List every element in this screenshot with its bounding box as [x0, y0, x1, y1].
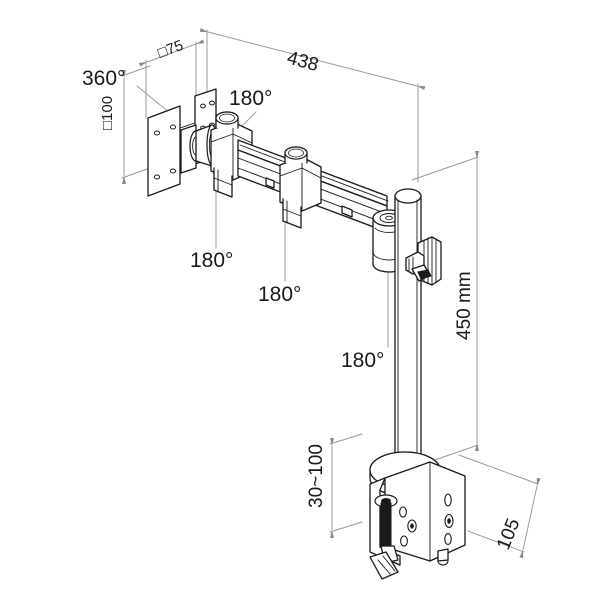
arm-joint-2 — [279, 146, 322, 229]
vertical-pole — [394, 188, 422, 471]
label-pole-height-450mm: 450 mm — [454, 271, 475, 340]
pole-lock-collar — [405, 236, 442, 286]
label-joint-1-180: 180° — [229, 87, 272, 110]
desk-clamp — [369, 451, 466, 580]
dimension-labels-group: 360° □75 □100 438 180° 180° 180° 180° 45… — [82, 37, 525, 553]
dimension-lines-group — [121, 28, 541, 559]
label-vesa-height: □100 — [99, 96, 116, 130]
label-clamp-range: 30~100 — [306, 444, 327, 508]
label-rotation-360: 360° — [82, 67, 125, 90]
label-joint-3-180: 180° — [258, 283, 301, 306]
vesa-plate-rear — [147, 105, 181, 197]
label-vesa-width: □75 — [156, 37, 186, 62]
mount-assembly-geometry — [147, 88, 466, 580]
label-joint-4-180: 180° — [341, 349, 384, 372]
label-joint-2-180: 180° — [190, 249, 233, 272]
label-arm-reach-438: 438 — [285, 48, 321, 76]
label-clamp-depth-105: 105 — [493, 516, 524, 553]
